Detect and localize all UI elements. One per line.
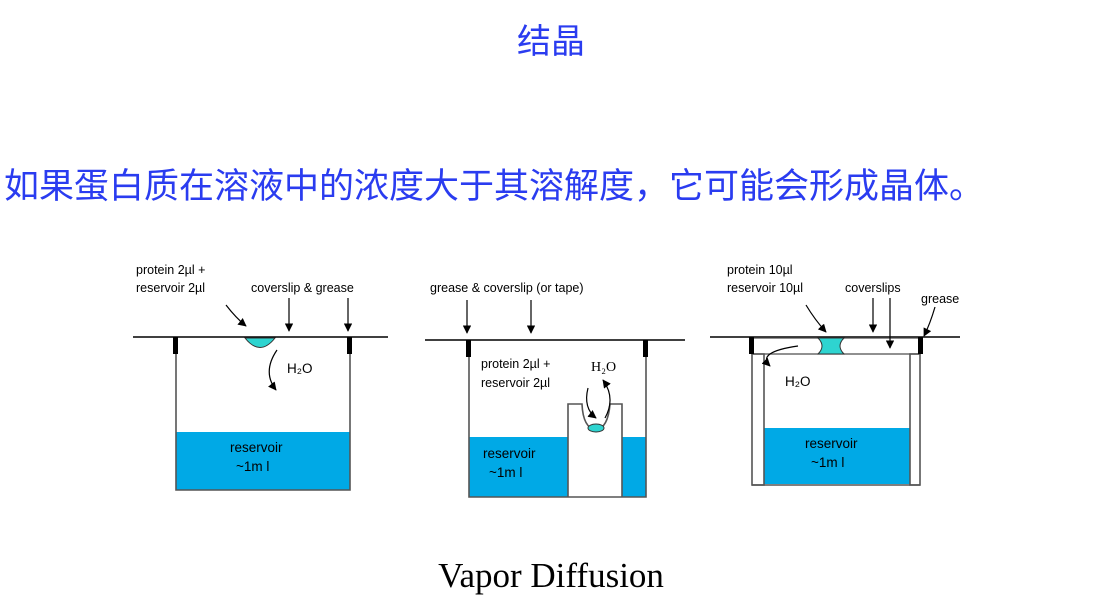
h2o-label: H₂O [785, 374, 811, 389]
reservoir-water [176, 432, 350, 490]
well-wall [175, 340, 351, 491]
statement-text: 如果蛋白质在溶液中的浓度大于其溶解度，它可能会形成晶体。 [4, 167, 985, 207]
drop-label-line1: protein 2µl + [136, 263, 205, 277]
drop-arrow [586, 387, 597, 419]
slide-title: 结晶 [517, 22, 585, 62]
panel-sitting-drop: grease & coverslip (or tape) protein 2µl… [425, 281, 685, 498]
coverslips-label: coverslips [845, 281, 901, 295]
grease-seal-right [347, 337, 352, 354]
reservoir-volume: ~1m l [811, 455, 844, 470]
reservoir-label: reservoir [230, 440, 283, 455]
diagram-caption: Vapor Diffusion [438, 556, 664, 595]
drop-label-line2: reservoir 10µl [727, 281, 803, 295]
grease-label: grease [921, 292, 959, 306]
drop-label-line1: protein 2µl + [481, 357, 550, 371]
grease-arrow [923, 306, 936, 337]
reservoir-label: reservoir [483, 446, 536, 461]
grease-seal-left [466, 340, 471, 357]
grease-seal-left [173, 337, 178, 354]
well-wall-right [909, 353, 921, 486]
h2o-arrow [761, 345, 799, 367]
reservoir-water [764, 428, 910, 484]
h2o-arrow [602, 379, 611, 419]
well-wall [468, 343, 647, 498]
hanging-drop [243, 337, 277, 348]
drop-label-line2: reservoir 2µl [136, 281, 205, 295]
top-label: grease & coverslip (or tape) [430, 281, 584, 295]
reservoir-volume: ~1m l [236, 459, 269, 474]
panel-sandwich-drop: protein 10µl reservoir 10µl coverslips g… [710, 263, 960, 486]
drop-label-line1: protein 10µl [727, 263, 793, 277]
coverslip-grease-label: coverslip & grease [251, 281, 354, 295]
grease-seal-left [749, 337, 754, 354]
reservoir-label: reservoir [805, 436, 858, 451]
reservoir-volume: ~1m l [489, 465, 522, 480]
drop-label-line2: reservoir 2µl [481, 376, 550, 390]
drop-arrow [805, 304, 827, 333]
panel-hanging-drop: protein 2µl + reservoir 2µl coverslip & … [133, 263, 388, 491]
sitting-drop [587, 423, 605, 433]
h2o-arrow [268, 349, 278, 391]
h2o-label: H₂O [591, 360, 616, 375]
drop-arrow [225, 304, 247, 327]
grease-seal-right [918, 337, 923, 354]
grease-seal-right [643, 340, 648, 357]
well-wall-left [751, 353, 765, 486]
h2o-label: H₂O [287, 361, 313, 376]
sandwich-drop [816, 337, 846, 355]
